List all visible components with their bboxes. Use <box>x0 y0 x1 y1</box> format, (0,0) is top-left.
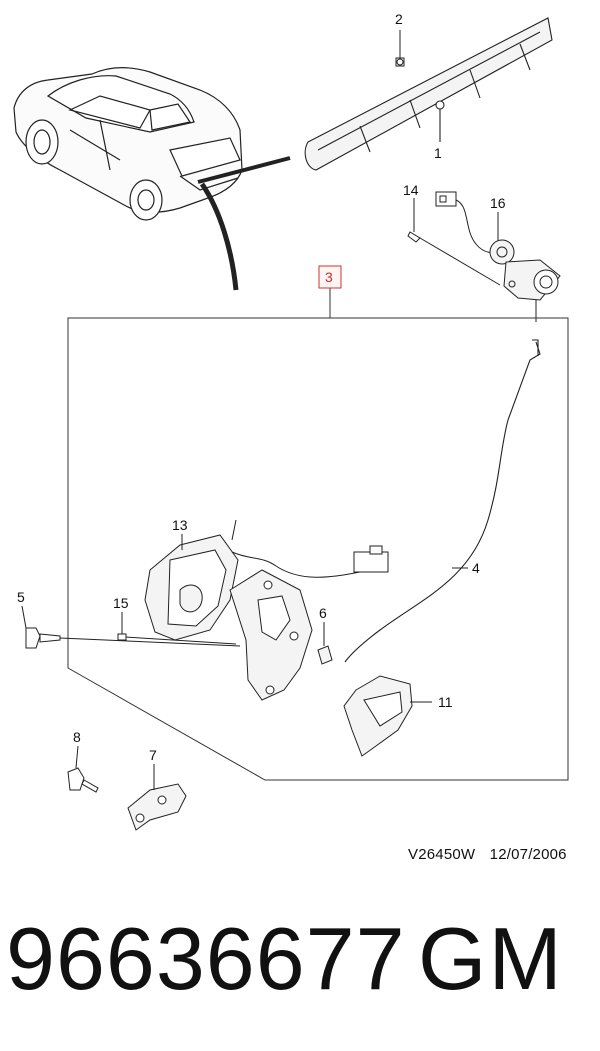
callout-6: 6 <box>319 605 327 621</box>
release-rod <box>344 339 541 663</box>
callout-7: 7 <box>149 747 157 763</box>
brand-label: GM <box>418 909 564 1008</box>
bolt-part-5 <box>21 605 241 649</box>
clip-part-6 <box>317 622 333 665</box>
callout-16: 16 <box>490 195 506 211</box>
callout-11: 11 <box>438 694 453 710</box>
drawing-code: V26450W <box>408 846 476 863</box>
callout-14: 14 <box>403 182 419 198</box>
callout-15: 15 <box>113 595 129 611</box>
callout-8: 8 <box>73 729 81 745</box>
drawing-date: 12/07/2006 <box>489 846 567 863</box>
striker-cover <box>343 675 432 757</box>
callout-3-box <box>318 265 342 289</box>
leader-lines <box>181 212 499 569</box>
trunk-trim-strip <box>304 17 553 171</box>
callout-1: 1 <box>434 145 442 161</box>
callout-13: 13 <box>172 517 188 533</box>
trunk-latch-assembly <box>144 519 389 701</box>
bolt-part-8 <box>67 745 99 793</box>
assembly-3-frame <box>67 288 569 781</box>
screw-part-2 <box>395 30 405 67</box>
striker-bracket <box>127 764 187 831</box>
callout-2: 2 <box>395 11 403 27</box>
callout-4: 4 <box>472 560 480 576</box>
screw-part-15 <box>117 612 237 645</box>
part-number: 96636677 <box>6 909 406 1008</box>
callout-3: 3 <box>325 269 333 285</box>
callout-5: 5 <box>17 589 25 605</box>
parts-diagram: 1 2 3 4 5 6 7 8 11 13 14 15 16 <box>13 11 569 831</box>
drawing-reference: V26450W 12/07/2006 <box>408 846 567 863</box>
key-cylinder-assembly <box>407 191 561 322</box>
car-illustration <box>13 67 291 291</box>
